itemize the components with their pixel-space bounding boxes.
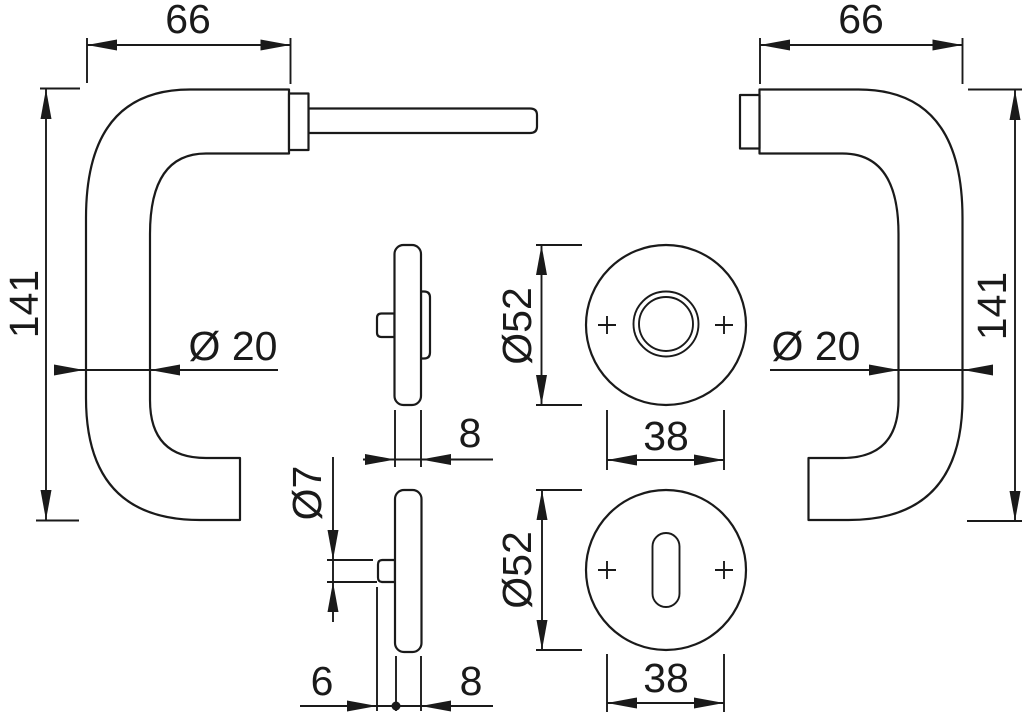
upper-rose-back-bump (419, 290, 432, 360)
dim-upper-8: 8 (363, 410, 493, 467)
lower-rose-hub-tab (376, 558, 397, 584)
upper-rose-spindle-tab (375, 312, 396, 339)
dim-upper-8-label: 8 (459, 410, 482, 456)
dim-right-66-label: 66 (838, 0, 884, 42)
dim-left-141-label: 141 (1, 270, 47, 338)
right-handle-view (738, 88, 964, 522)
dim-right-141: 141 (967, 88, 1022, 522)
dim-upper-d52: Ø52 (494, 244, 582, 406)
dim-left-141: 141 (1, 87, 80, 522)
lower-rose-screw-mark-left (598, 561, 616, 579)
upper-rose-plate (393, 243, 423, 407)
dim-bottom-6-8: 6 8 (300, 587, 493, 712)
upper-rose-outer-circle (584, 243, 748, 407)
upper-rose-neck-ring-outer (632, 290, 700, 358)
dim-d7: Ø7 (284, 457, 377, 622)
lower-rose-outer-circle (584, 488, 748, 652)
left-handle-view (84, 88, 539, 522)
dim-upper-38-label: 38 (643, 413, 689, 459)
lower-rose-keyhole (651, 532, 681, 608)
dim-lower-38: 38 (606, 654, 725, 712)
dim-d7-label: Ø7 (284, 466, 330, 521)
lower-rose-side-view (376, 488, 423, 654)
upper-rose-screw-mark-right (715, 316, 733, 334)
right-handle-body-outline (758, 88, 964, 522)
upper-rose-side-view (375, 243, 432, 407)
dim-left-d20-label: Ø 20 (189, 323, 278, 369)
lower-rose-plate (393, 488, 423, 654)
dim-shared-point-dot (391, 701, 401, 711)
left-handle-body-outline (84, 88, 291, 522)
left-handle-neck-collar (287, 92, 310, 152)
dim-right-66: 66 (759, 0, 964, 84)
dim-lower-d52: Ø52 (494, 489, 582, 651)
lower-rose-screw-mark-right (715, 561, 733, 579)
upper-rose-front-view (584, 243, 748, 407)
dim-right-141-label: 141 (969, 272, 1015, 340)
lower-rose-front-view (584, 488, 748, 652)
dim-upper-38: 38 (606, 410, 725, 470)
upper-rose-screw-mark-left (598, 316, 616, 334)
dim-lower-38-label: 38 (643, 655, 689, 701)
right-handle-neck-stub (738, 93, 761, 150)
dim-bottom-6-label: 6 (311, 658, 334, 704)
upper-rose-neck-ring-inner (638, 296, 694, 352)
dim-upper-d52-label: Ø52 (494, 287, 540, 365)
dim-lower-d52-label: Ø52 (494, 531, 540, 609)
dim-left-66: 66 (86, 0, 292, 84)
dim-right-d20-label: Ø 20 (772, 323, 861, 369)
dim-bottom-8-label: 8 (460, 658, 483, 704)
dim-left-d20: Ø 20 (54, 323, 278, 376)
dim-right-d20: Ø 20 (770, 323, 993, 376)
left-handle-spindle (307, 107, 539, 135)
dim-left-66-label: 66 (165, 0, 211, 42)
